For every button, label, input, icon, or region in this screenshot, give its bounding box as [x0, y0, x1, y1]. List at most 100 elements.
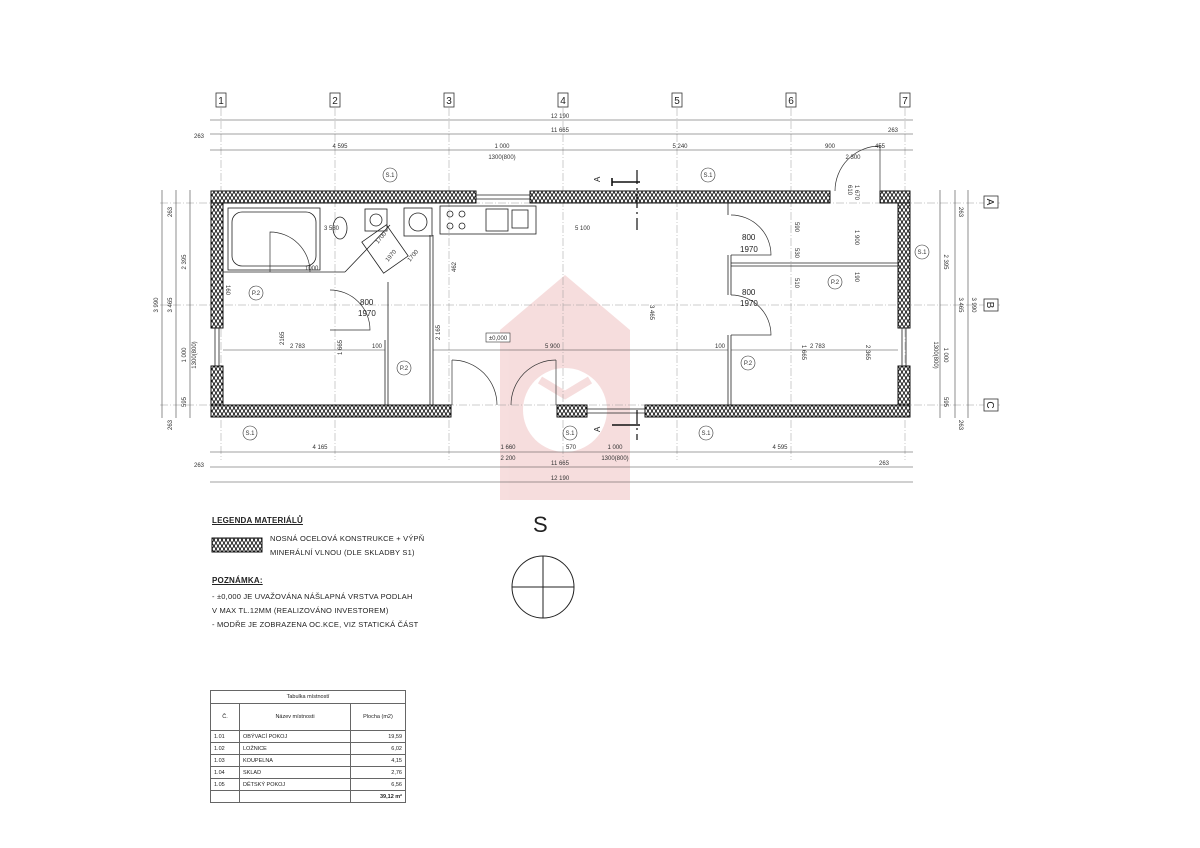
svg-text:1300(800): 1300(800) [932, 341, 938, 368]
axis-6: 6 [788, 96, 794, 107]
svg-text:800: 800 [360, 298, 374, 307]
legend-title: LEGENDA MATERIÁLŮ [212, 516, 303, 525]
table-row: 1.02 LOŽNICE 6,02 [210, 742, 406, 755]
dims-right: 3 990 3 465 263 2 395 1 000 1300(800) 59… [932, 190, 976, 431]
svg-text:100: 100 [372, 344, 383, 350]
table-row: 1.04 SKLAD 2,76 [210, 766, 406, 779]
legend-line-2: MINERÁLNÍ VLNOU (DLE SKLADBY S1) [270, 548, 415, 557]
svg-text:1970: 1970 [385, 249, 399, 264]
svg-text:2 783: 2 783 [810, 344, 826, 350]
svg-text:P.2: P.2 [831, 280, 840, 286]
axis-4: 4 [560, 96, 566, 107]
svg-text:263: 263 [888, 128, 899, 134]
svg-text:2 783: 2 783 [290, 344, 306, 350]
section-label-top: A [593, 176, 602, 182]
svg-text:3 580: 3 580 [324, 226, 340, 232]
kitchen-sink-icon [511, 209, 529, 229]
svg-text:P.2: P.2 [252, 291, 261, 297]
table-row: 1.01 OBÝVACÍ POKOJ 19,59 [210, 730, 406, 743]
axis-markers-right: A B C [983, 195, 999, 412]
col-area-header: Plocha (m2) [350, 703, 406, 731]
section-label-bottom: A [593, 426, 602, 432]
svg-text:3 990: 3 990 [154, 297, 160, 313]
svg-text:530: 530 [793, 248, 799, 259]
svg-text:3 465: 3 465 [957, 297, 963, 313]
kitchen-unit [439, 205, 537, 235]
svg-text:1970: 1970 [740, 299, 758, 308]
svg-text:610: 610 [846, 185, 852, 196]
axis-3: 3 [446, 96, 452, 107]
svg-text:263: 263 [194, 463, 205, 469]
dims-top: 12 190 11 665 263 263 4 595 1 000 1300(8… [194, 114, 913, 161]
svg-text:1 670: 1 670 [853, 185, 859, 201]
section-mark-a [611, 170, 640, 440]
svg-text:12 190: 12 190 [551, 114, 570, 120]
svg-text:1 665: 1 665 [800, 345, 806, 361]
note-line-3: - MODŘE JE ZOBRAZENA OC.KCE, VIZ STATICK… [212, 620, 419, 629]
svg-text:5 900: 5 900 [545, 344, 561, 350]
svg-text:590: 590 [793, 222, 799, 233]
svg-text:3 465: 3 465 [168, 297, 174, 313]
note-line-2: V MAX TL.12MM (REALIZOVÁNO INVESTOREM) [212, 606, 389, 615]
svg-text:900: 900 [825, 144, 836, 150]
table-total-row: 39,12 m² [210, 790, 406, 803]
interior-partitions [223, 203, 898, 405]
svg-text:4 595: 4 595 [332, 144, 348, 150]
svg-text:2 395: 2 395 [182, 254, 188, 270]
svg-text:S.1: S.1 [565, 431, 575, 437]
svg-text:263: 263 [957, 207, 963, 218]
svg-text:2165: 2165 [280, 331, 286, 345]
svg-text:2 200: 2 200 [500, 456, 516, 462]
svg-text:4 595: 4 595 [772, 445, 788, 451]
axis-2: 2 [332, 96, 338, 107]
svg-text:1000: 1000 [305, 266, 319, 272]
svg-text:570: 570 [566, 445, 577, 451]
total-area: 39,12 m² [350, 790, 406, 803]
svg-text:462: 462 [452, 261, 458, 272]
legend-hatch-sample [211, 537, 263, 553]
svg-text:1970: 1970 [740, 245, 758, 254]
svg-text:1 000: 1 000 [182, 347, 188, 363]
svg-text:1970: 1970 [358, 309, 376, 318]
svg-text:S.1: S.1 [701, 431, 711, 437]
svg-text:2 300: 2 300 [845, 155, 861, 161]
axis-5: 5 [674, 96, 680, 107]
svg-text:2 165: 2 165 [436, 324, 442, 340]
svg-text:263: 263 [879, 461, 890, 467]
svg-text:263: 263 [194, 134, 205, 140]
legend-line-1: NOSNÁ OCELOVÁ KONSTRUKCE + VÝPŇ [270, 534, 425, 543]
note-line-1: - ±0,000 JE UVAŽOVÁNA NÁŠLAPNÁ VRSTVA PO… [212, 592, 413, 601]
doors [269, 145, 881, 406]
svg-text:11 665: 11 665 [551, 128, 570, 134]
svg-text:11 665: 11 665 [551, 461, 570, 467]
axis-markers-top: 1 2 3 4 5 6 7 [215, 92, 911, 108]
washer-icon [408, 212, 428, 232]
svg-text:5 240: 5 240 [672, 144, 688, 150]
svg-text:160: 160 [224, 285, 230, 296]
axis-1: 1 [218, 96, 224, 107]
svg-text:1300(800): 1300(800) [488, 155, 515, 161]
svg-text:S.1: S.1 [703, 173, 713, 179]
svg-text:595: 595 [182, 396, 188, 407]
exterior-walls [210, 190, 911, 418]
svg-text:2 365: 2 365 [864, 345, 870, 361]
svg-text:5 100: 5 100 [575, 226, 591, 232]
svg-text:595: 595 [942, 397, 948, 408]
svg-text:1300(800): 1300(800) [601, 456, 628, 462]
svg-text:3 990: 3 990 [970, 297, 976, 313]
svg-text:1 000: 1 000 [494, 144, 510, 150]
svg-text:263: 263 [168, 206, 174, 217]
north-letter: S [533, 512, 548, 537]
axis-b: B [984, 302, 995, 309]
legend-text: NOSNÁ OCELOVÁ KONSTRUKCE + VÝPŇ MINERÁLN… [270, 532, 424, 560]
toilet-icon [332, 216, 348, 240]
col-num-header: Č. [210, 703, 240, 731]
svg-text:1700: 1700 [407, 249, 421, 264]
svg-text:100: 100 [715, 344, 726, 350]
svg-text:800: 800 [742, 288, 756, 297]
svg-text:1 000: 1 000 [607, 445, 623, 451]
table-row: 1.05 DĚTSKÝ POKOJ 6,56 [210, 778, 406, 791]
sink-icon [369, 213, 383, 227]
svg-text:12 190: 12 190 [551, 476, 570, 482]
